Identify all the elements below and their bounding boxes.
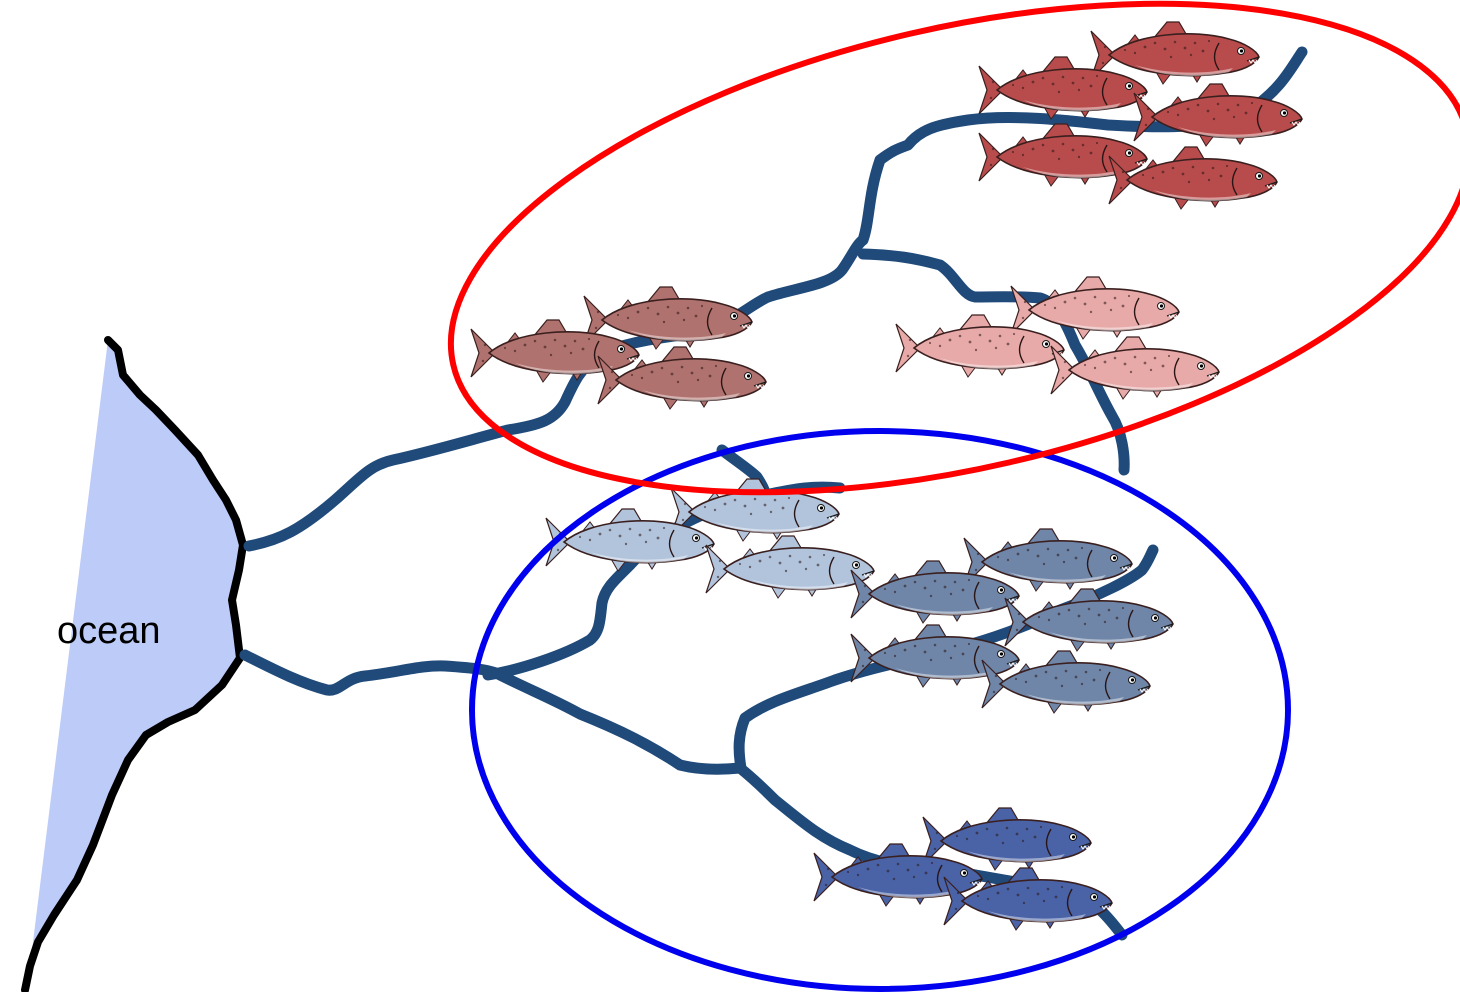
fish-school-pale-red [895, 276, 1220, 400]
red-group [470, 21, 1303, 410]
ocean-label: ocean [57, 610, 161, 652]
ocean-area [30, 340, 243, 966]
fish-school-muted-red [470, 286, 767, 410]
red-group-outline [447, 0, 1460, 496]
salmon-icon [1004, 588, 1174, 652]
river-upper-trunk [243, 46, 1308, 552]
salmon-icon [1010, 276, 1180, 340]
blue-group [545, 478, 1174, 931]
fish-school-deep-blue [813, 807, 1113, 931]
blue-group-outline [469, 428, 1291, 992]
coastline [21, 336, 247, 992]
river-upper-branch [857, 248, 1130, 476]
fish-school-pale-blue [545, 478, 875, 599]
salmon-icon [978, 56, 1148, 120]
fish-school-mid-blue [850, 528, 1174, 714]
salmon-icon [850, 560, 1020, 624]
salmon-icon [705, 535, 875, 599]
salmon-icon [895, 314, 1065, 378]
